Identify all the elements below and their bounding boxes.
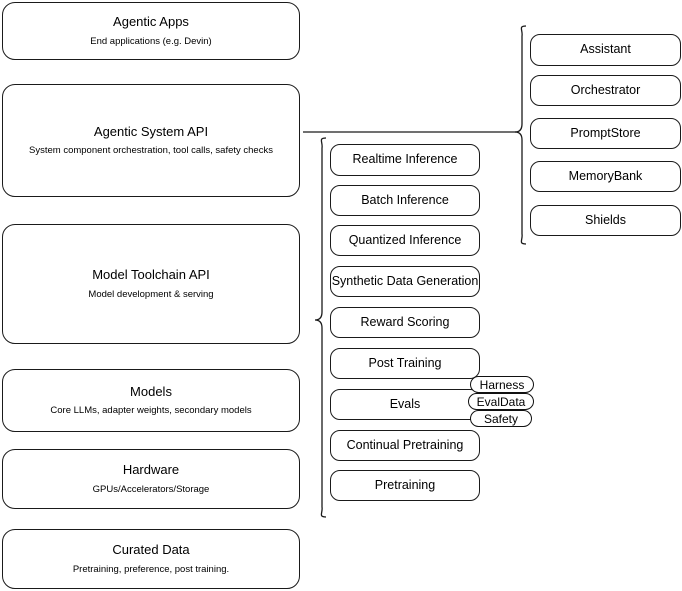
- component-assistant[interactable]: Assistant: [530, 34, 681, 66]
- layer-title: Agentic System API: [93, 123, 209, 139]
- layer-subtitle: System component orchestration, tool cal…: [29, 145, 273, 157]
- capability-post-training[interactable]: Post Training: [330, 348, 480, 379]
- layer-agentic-system-api[interactable]: Agentic System API System component orch…: [2, 84, 300, 197]
- layer-subtitle: GPUs/Accelerators/Storage: [92, 483, 210, 495]
- capability-continual-pretraining[interactable]: Continual Pretraining: [330, 430, 480, 461]
- evals-subitem-label: Harness: [479, 377, 525, 392]
- capability-label: Pretraining: [374, 477, 436, 492]
- component-orchestrator[interactable]: Orchestrator: [530, 75, 681, 106]
- component-label: MemoryBank: [568, 168, 643, 183]
- layer-model-toolchain-api[interactable]: Model Toolchain API Model development & …: [2, 224, 300, 344]
- layer-subtitle: Model development & serving: [88, 288, 214, 300]
- component-label: Shields: [585, 212, 626, 227]
- layer-curated-data[interactable]: Curated Data Pretraining, preference, po…: [2, 529, 300, 589]
- component-label: Assistant: [580, 42, 631, 57]
- component-promptstore[interactable]: PromptStore: [530, 118, 681, 149]
- capability-label: Post Training: [368, 355, 442, 370]
- capability-label: Batch Inference: [361, 192, 449, 207]
- capability-label: Continual Pretraining: [346, 437, 464, 452]
- layer-agentic-apps[interactable]: Agentic Apps End applications (e.g. Devi…: [2, 2, 300, 60]
- evals-subitem-label: EvalData: [476, 394, 526, 409]
- brace-toolchain-capabilities: [314, 137, 327, 518]
- layer-subtitle: Core LLMs, adapter weights, secondary mo…: [50, 405, 252, 417]
- layer-subtitle: End applications (e.g. Devin): [90, 35, 212, 47]
- capability-quantized-inference[interactable]: Quantized Inference: [330, 225, 480, 256]
- capability-label: Quantized Inference: [348, 232, 462, 247]
- layer-title: Curated Data: [112, 542, 190, 558]
- layer-models[interactable]: Models Core LLMs, adapter weights, secon…: [2, 369, 300, 432]
- component-memorybank[interactable]: MemoryBank: [530, 161, 681, 192]
- layer-title: Hardware: [122, 462, 180, 478]
- evals-subitem-safety[interactable]: Safety: [470, 410, 532, 427]
- layer-hardware[interactable]: Hardware GPUs/Accelerators/Storage: [2, 449, 300, 509]
- capability-label: Realtime Inference: [352, 152, 458, 167]
- capability-pretraining[interactable]: Pretraining: [330, 470, 480, 501]
- capability-label: Evals: [389, 396, 421, 411]
- capability-batch-inference[interactable]: Batch Inference: [330, 185, 480, 216]
- layer-title: Agentic Apps: [113, 14, 189, 30]
- capability-evals[interactable]: Evals: [330, 389, 480, 420]
- brace-system-components: [514, 25, 527, 245]
- capability-realtime-inference[interactable]: Realtime Inference: [330, 144, 480, 176]
- layer-subtitle: Pretraining, preference, post training.: [72, 563, 230, 575]
- capability-synthetic-data-generation[interactable]: Synthetic Data Generation: [330, 266, 480, 297]
- component-shields[interactable]: Shields: [530, 205, 681, 236]
- evals-subitem-harness[interactable]: Harness: [470, 376, 534, 393]
- layer-title: Models: [130, 383, 172, 399]
- component-label: Orchestrator: [570, 82, 641, 97]
- layer-title: Model Toolchain API: [92, 267, 210, 283]
- capability-label: Reward Scoring: [360, 314, 450, 329]
- evals-subitem-evaldata[interactable]: EvalData: [468, 393, 534, 410]
- evals-subitem-label: Safety: [483, 411, 519, 426]
- component-label: PromptStore: [570, 125, 641, 140]
- capability-label: Synthetic Data Generation: [331, 273, 479, 288]
- capability-reward-scoring[interactable]: Reward Scoring: [330, 307, 480, 338]
